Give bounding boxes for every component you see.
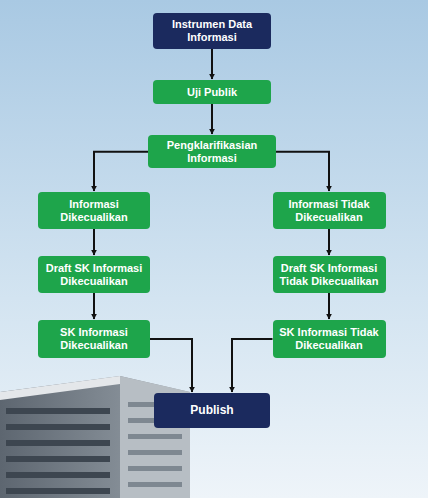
node-text: Publish [190, 404, 233, 418]
process-box: Draft SK Informasi Dikecualikan [38, 256, 150, 293]
process-box: SK Informasi Dikecualikan [38, 320, 150, 358]
process-box: Draft SK Informasi Tidak Dikecualikan [273, 256, 386, 293]
flow-arrow [211, 49, 213, 79]
flow-arrow [211, 104, 213, 134]
flow-arrow [232, 339, 273, 392]
flow-arrow [276, 152, 329, 191]
process-box: Informasi Dikecualikan [38, 192, 150, 229]
flow-arrow [328, 293, 330, 319]
flow-arrow [328, 229, 330, 255]
process-box: Informasi Tidak Dikecualikan [273, 192, 386, 229]
flow-arrow [150, 339, 192, 392]
node-text: Draft SK Informasi Tidak Dikecualikan [279, 262, 380, 287]
node-text: SK Informasi Dikecualikan [44, 326, 144, 351]
node-text: SK Informasi Tidak Dikecualikan [279, 326, 380, 351]
end-box: Publish [154, 393, 270, 428]
start-box: Instrumen Data Informasi [153, 13, 271, 49]
node-text: Instrumen Data Informasi [159, 18, 265, 43]
process-box: Pengklarifikasian Informasi [148, 135, 276, 168]
process-box: Uji Publik [153, 80, 271, 104]
flow-arrow [94, 152, 148, 191]
node-text: Uji Publik [187, 86, 237, 99]
node-text: Draft SK Informasi Dikecualikan [44, 262, 144, 287]
process-box: SK Informasi Tidak Dikecualikan [273, 320, 386, 358]
flow-arrow [93, 293, 95, 319]
node-text: Pengklarifikasian Informasi [154, 139, 270, 164]
node-text: Informasi Dikecualikan [44, 198, 144, 223]
flow-arrow [93, 229, 95, 255]
node-text: Informasi Tidak Dikecualikan [279, 198, 380, 223]
